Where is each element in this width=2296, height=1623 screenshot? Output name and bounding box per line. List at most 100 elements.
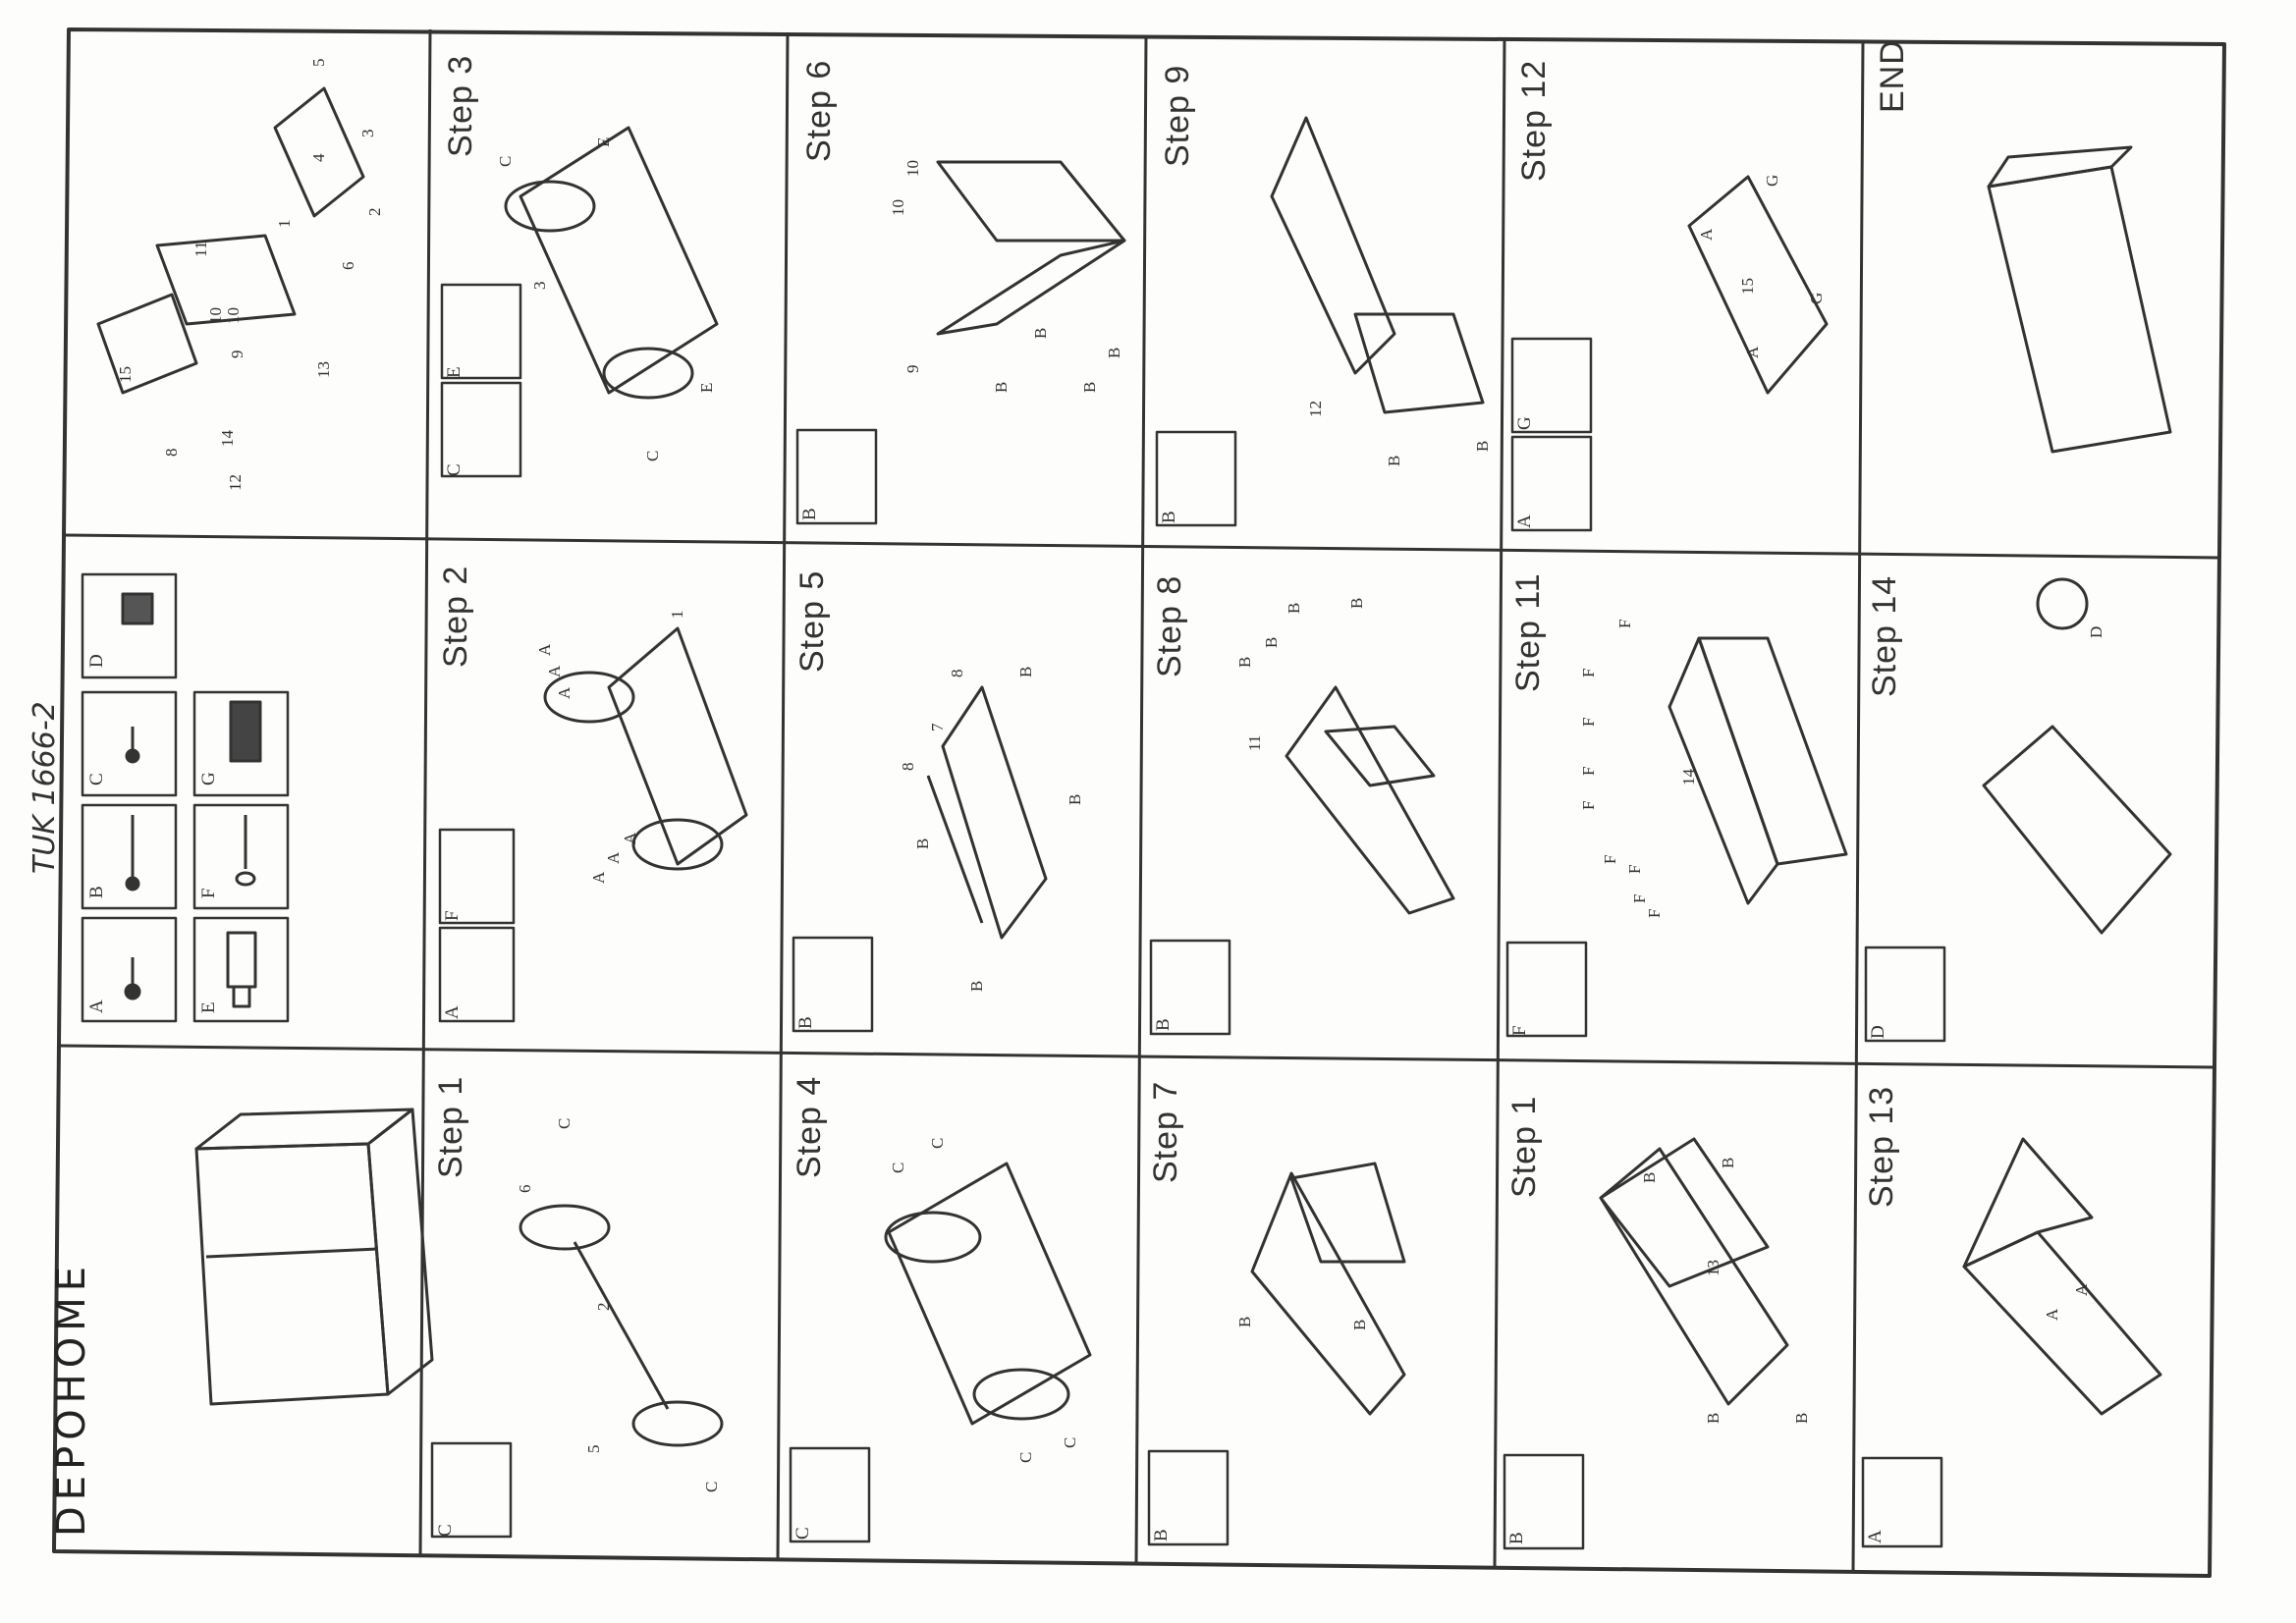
step-title: Step 14 [1866,574,1903,697]
part-callout: A [1743,346,1762,358]
step-title: Step 13 [1863,1085,1900,1208]
part-callout: 10 [889,199,907,216]
step-title: Step 11 [1509,572,1547,692]
part-callout: 15 [116,366,135,383]
part-callout: B [1704,1412,1722,1424]
hardware-label: G [1514,416,1535,430]
legend-label-a: A [86,1000,107,1013]
part-callout: F [1579,766,1598,776]
step-title: Step 9 [1159,64,1196,167]
step-title: Step 4 [791,1075,828,1178]
hardware-label: D [1868,1025,1888,1039]
part-callout: 11 [1245,734,1264,751]
step1-sketch [519,1204,724,1447]
col-divider [1493,37,1506,1570]
part-callout: C [643,450,662,461]
step-title: Step 1 [1505,1095,1543,1198]
row-divider [64,533,2221,560]
part-callout: C [1016,1451,1035,1463]
part-callout: F [1625,864,1644,874]
hardware-label: B [799,508,820,520]
step4-sketch [884,1162,1092,1426]
step14-sketch [1982,577,2172,935]
part-callout: 8 [948,669,966,678]
part-callout: A [2072,1283,2091,1296]
part-callout: B [1347,597,1366,609]
part-callout: A [589,871,608,884]
outer-frame [52,27,2226,1578]
part-callout: A [2043,1308,2061,1321]
part-callout: 14 [218,430,237,447]
part-callout: 6 [516,1184,534,1194]
part-callout: F [1630,893,1649,903]
part-callout: 13 [314,361,333,378]
part-callout: 5 [309,58,328,68]
part-callout: 3 [530,281,549,291]
part-callout: 14 [1679,769,1698,785]
hardware-label: C [435,1524,456,1537]
hardware-label: B [1159,511,1179,523]
step-title: Step 6 [800,59,838,162]
part-callout: 11 [191,241,210,257]
cabinet-sketch-main [194,1108,434,1406]
part-callout: 10 [903,160,922,177]
hardware-label: B [1506,1532,1527,1544]
part-callout: B [913,838,932,849]
part-callout: B [1473,440,1492,452]
part-callout: 2 [365,207,384,217]
part-callout: 4 [309,153,328,163]
step2-sketch [543,626,748,871]
legend-label-g: G [198,772,219,785]
part-callout: A [555,686,574,699]
part-callout: B [1719,1157,1737,1168]
part-callout: G [1763,174,1781,187]
part-callout: E [697,382,716,393]
hardware-label: B [1151,1529,1172,1542]
col-divider [418,28,432,1557]
hardware-label: A [1514,514,1535,528]
part-callout: 13 [1704,1260,1722,1276]
part-callout: A [1697,228,1716,241]
hardware-label: E [444,366,465,378]
part-callout: B [1031,327,1050,339]
part-callout: 10 [224,307,243,324]
part-callout: C [889,1162,907,1173]
part-callout: B [1285,602,1303,614]
part-callout: C [1061,1436,1079,1448]
part-callout: A [535,643,554,656]
part-callout: F [1579,717,1598,727]
part-callout: C [928,1137,947,1149]
legend-label-b: B [86,886,107,898]
cell-hardware-boxes [430,283,1946,1550]
part-callout: 7 [928,723,947,732]
parts-legend-boxes [81,572,290,1023]
part-callout: 3 [358,129,377,138]
part-callout: B [1792,1412,1811,1424]
part-callout: 8 [899,762,917,772]
part-callout: B [1385,455,1403,466]
part-callout: 9 [903,364,922,374]
part-callout: B [1235,1316,1254,1327]
legend-label-f: F [198,888,219,898]
part-callout: B [967,980,986,992]
handwritten-note: TUK 1666-2 [27,701,62,874]
col-divider [1134,34,1148,1566]
step7-sketch [1250,1162,1406,1416]
step10-sketch [1599,1137,1789,1406]
part-callout: A [545,665,564,677]
legend-label-d: D [86,654,107,668]
part-callout: 15 [1738,278,1757,295]
part-callout: B [1016,666,1035,677]
step-title: Step 8 [1151,574,1188,677]
part-callout: F [1645,908,1664,918]
part-callout: 12 [226,474,245,491]
step-title: Step 1 [432,1075,469,1178]
step6-sketch [936,160,1126,336]
step-title: Step 3 [442,54,479,157]
part-callout: 9 [228,350,246,359]
part-callout: 8 [162,448,181,458]
part-callout: C [555,1117,574,1129]
part-callout: G [1807,292,1826,304]
part-callout: C [702,1481,721,1492]
